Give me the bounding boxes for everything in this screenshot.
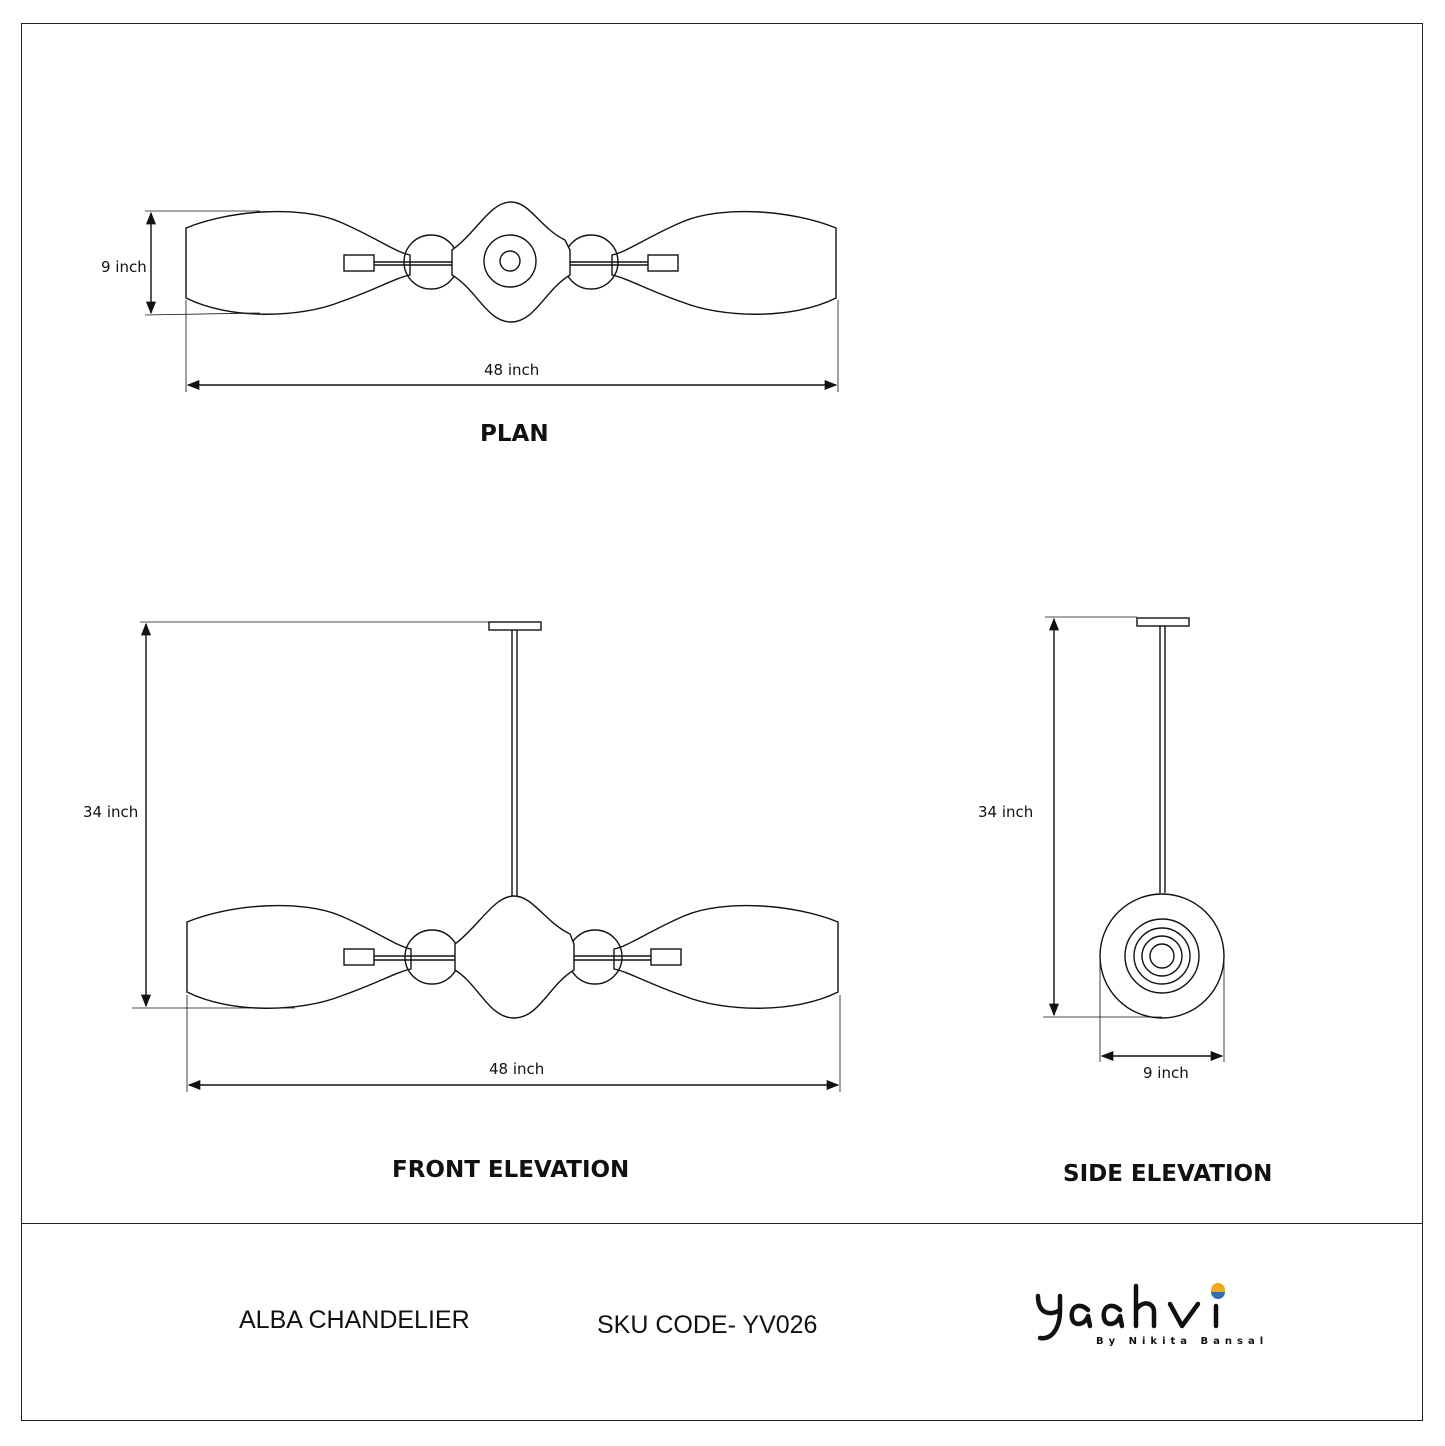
plan-right-socket [647, 254, 679, 272]
plan-title: PLAN [480, 421, 549, 447]
side-elevation-title: SIDE ELEVATION [1063, 1161, 1272, 1187]
plan-view [144, 201, 839, 392]
front-width-label: 48 inch [489, 1060, 544, 1078]
plan-right-shade [611, 210, 837, 315]
plan-left-socket [343, 254, 375, 272]
plan-width-label: 48 inch [484, 361, 539, 379]
side-ring-3 [1141, 935, 1183, 977]
front-elevation-title: FRONT ELEVATION [392, 1157, 629, 1183]
plan-center-outer-ring [483, 234, 537, 288]
side-ring-1 [1124, 918, 1200, 994]
plan-left-shade [185, 210, 411, 315]
plan-center-body [451, 201, 571, 323]
drawing-sheet-border [21, 23, 1423, 1421]
brand-tagline: By Nikita Bansal [1096, 1336, 1269, 1347]
front-left-socket [343, 948, 375, 966]
side-height-label: 34 inch [978, 803, 1033, 821]
side-shade-outline [1099, 893, 1225, 1019]
front-center-body [454, 895, 575, 1019]
side-canopy [1136, 617, 1190, 627]
side-ring-4 [1149, 943, 1175, 969]
front-canopy [488, 621, 542, 631]
front-elevation-view [132, 621, 841, 1092]
product-name: ALBA CHANDELIER [239, 1306, 470, 1334]
brand-logo: By Nikita Bansal [1030, 1276, 1310, 1356]
title-block-divider [21, 1223, 1423, 1224]
plan-height-label: 9 inch [101, 258, 147, 276]
front-left-joint [404, 929, 460, 985]
plan-center-inner-ring [499, 250, 521, 272]
sku-code: SKU CODE- YV026 [597, 1311, 818, 1339]
front-height-label: 34 inch [83, 803, 138, 821]
side-width-label: 9 inch [1143, 1064, 1189, 1082]
side-elevation-view [1043, 616, 1225, 1062]
front-right-shade [613, 904, 839, 1009]
front-left-shade [186, 904, 412, 1009]
brand-logo-mark [1035, 1283, 1225, 1341]
side-ring-2 [1133, 927, 1191, 985]
front-right-socket [650, 948, 682, 966]
